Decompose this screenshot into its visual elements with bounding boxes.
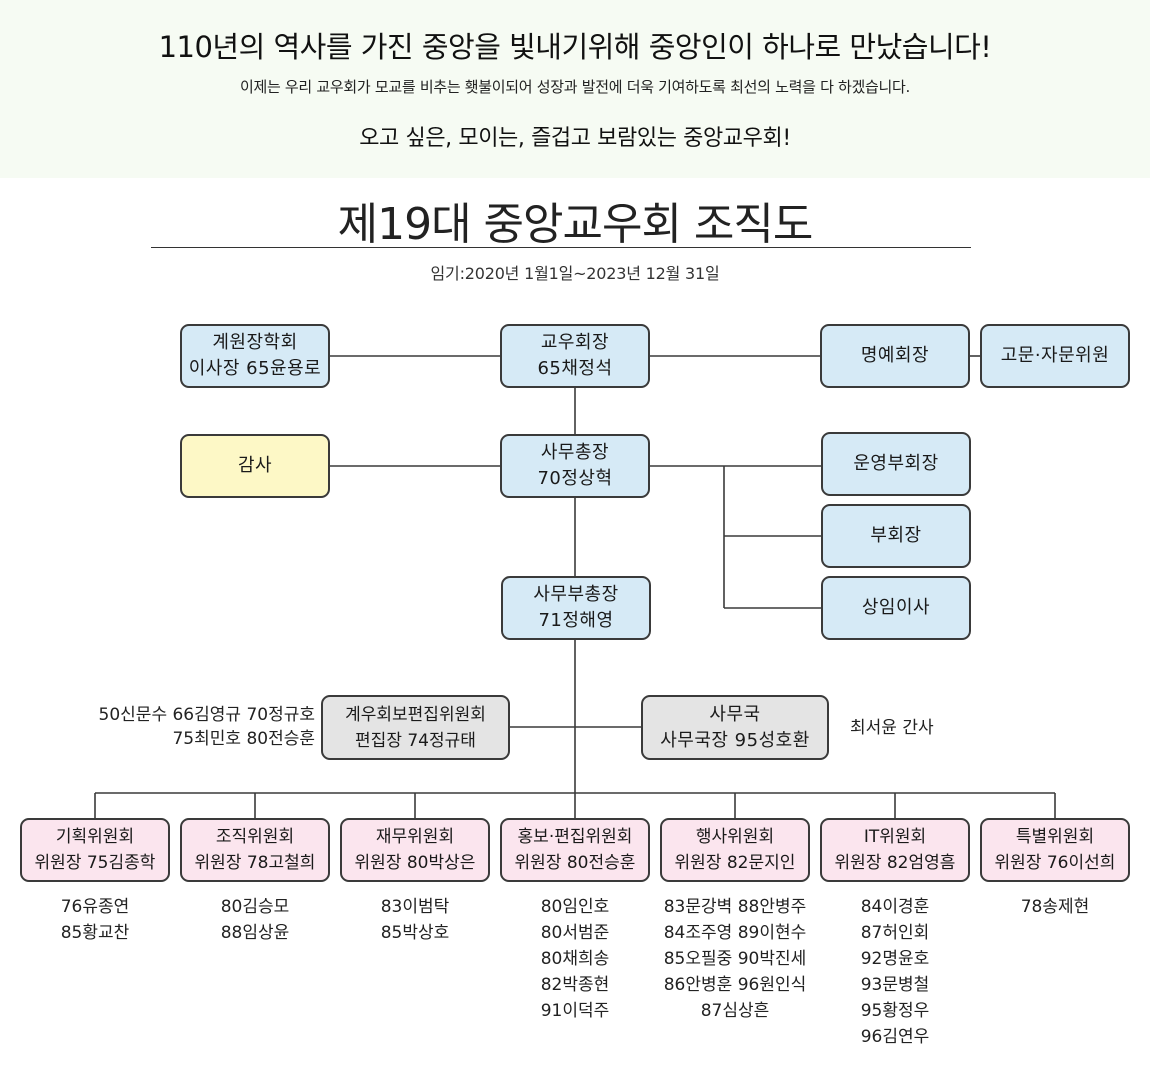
committee-member: 93문병철 [860,975,930,995]
committee-member: 88임상윤 [220,923,290,943]
committee-member: 84이경훈 [860,897,930,917]
committee-member: 96김연우 [860,1027,930,1047]
header-slogan: 오고 싶은, 모이는, 즐겁고 보람있는 중앙교우회! [359,126,791,151]
node-name: 사무총장 [540,442,610,463]
committee-member: 83문강벽 88안병주 [663,897,807,917]
node-standing-director: 상임이사 [821,576,971,640]
node-audit: 감사 [180,434,330,498]
node-advisors: 고문·자문위원 [980,324,1130,388]
committee-member: 86안병훈 96원인식 [663,975,807,995]
committee-members: 80임인호 80서범준 80채희송 82박종현 91이덕주 [500,894,650,1024]
committee-member: 80임인호 [540,897,610,917]
committee-member: 78송제현 [1020,897,1090,917]
node-name: 명예회장 [860,345,930,366]
node-vice-president: 부회장 [821,504,971,568]
committee-chair: 위원장 80전승훈 [514,853,636,873]
node-name: 계원장학회 [212,332,298,353]
node-name: 감사 [237,455,273,476]
committee-member: 76유종연 [60,897,130,917]
committee-chair: 위원장 76이선희 [994,853,1116,873]
committee-member: 85박상호 [380,923,450,943]
node-honorary-president: 명예회장 [820,324,970,388]
header-subtitle: 이제는 우리 교우회가 모교를 비추는 횃불이되어 성장과 발전에 더욱 기여하… [239,78,911,96]
committee-members: 83이범탁 85박상호 [340,894,490,946]
committee-member: 80서범준 [540,923,610,943]
committee-member: 92명윤호 [860,949,930,969]
node-secretary-general: 사무총장 70정상혁 [500,434,650,498]
node-person: 71정해영 [538,610,614,631]
committee-member: 83이범탁 [380,897,450,917]
committee-member: 85오필중 90박진세 [663,949,807,969]
node-newsletter-committee: 계우회보편집위원회 편집장 74정규태 [321,695,510,760]
node-name: 사무국 [709,703,761,725]
committee-chair: 위원장 80박상은 [354,853,476,873]
committee-member: 91이덕주 [540,1001,610,1021]
committee-name: 특별위원회 [1015,827,1095,847]
node-executive-vp: 운영부회장 [821,432,971,496]
node-person: 편집장 74정규태 [355,730,476,751]
committee-member: 95황정우 [860,1001,930,1021]
node-name: 부회장 [870,525,922,546]
org-chart-title: 제19대 중앙교우회 조직도 [337,199,814,250]
committee-name: 홍보·편집위원회 [517,827,633,847]
node-person: 사무국장 95성호환 [660,729,810,751]
newsletter-members: 50신문수 66김영규 70정규호 75최민호 80전승훈 [60,703,315,751]
committee-name: 재무위원회 [375,827,455,847]
committee-member: 80채희송 [540,949,610,969]
committee-chair: 위원장 75김종학 [34,853,156,873]
node-person: 이사장 65윤용로 [188,358,322,379]
committee-name: IT위원회 [863,827,927,847]
newsletter-member-line: 50신문수 66김영규 70정규호 [98,705,315,725]
committee-name: 행사위원회 [695,827,775,847]
committee-members: 76유종연 85황교찬 [20,894,170,946]
node-name: 운영부회장 [853,453,939,474]
committee-chair: 위원장 82문지인 [674,853,796,873]
committee-member: 84조주영 89이현수 [663,923,807,943]
committee-name: 기획위원회 [55,827,135,847]
committee-members: 80김승모 88임상윤 [180,894,330,946]
newsletter-member-line: 75최민호 80전승훈 [172,729,315,749]
committee-name: 조직위원회 [215,827,295,847]
committee-member: 87허인회 [860,923,930,943]
node-name: 상임이사 [861,597,931,618]
node-name: 계우회보편집위원회 [345,704,486,725]
node-person: 70정상혁 [537,468,613,489]
committee-member: 85황교찬 [60,923,130,943]
secretariat-staff: 최서윤 간사 [850,718,934,738]
node-secretariat: 사무국 사무국장 95성호환 [641,695,829,760]
committee-members: 83문강벽 88안병주 84조주영 89이현수 85오필중 90박진세 86안병훈 9… [660,894,810,1024]
node-name: 고문·자문위원 [1000,345,1110,366]
node-deputy-secretary-general: 사무부총장 71정해영 [501,576,651,640]
committee-chair: 위원장 82엄영흠 [834,853,956,873]
title-divider [151,247,971,248]
header-banner [0,0,1150,178]
committee-member: 82박종현 [540,975,610,995]
node-president: 교우회장 65채정석 [500,324,650,388]
committee-chair: 위원장 78고철희 [194,853,316,873]
committee-members: 78송제현 [980,894,1130,920]
node-person: 65채정석 [537,358,613,379]
node-name: 교우회장 [540,332,610,353]
node-name: 사무부총장 [533,584,619,605]
node-scholarship-foundation: 계원장학회 이사장 65윤용로 [180,324,330,388]
committee-member: 87심상흔 [700,1001,770,1021]
term-period: 임기:2020년 1월1일~2023년 12월 31일 [430,264,720,283]
header-title: 110년의 역사를 가진 중앙을 빛내기위해 중앙인이 하나로 만났습니다! [158,30,992,64]
committee-members: 84이경훈 87허인회 92명윤호 93문병철 95황정우 96김연우 [820,894,970,1050]
committee-member: 80김승모 [220,897,290,917]
